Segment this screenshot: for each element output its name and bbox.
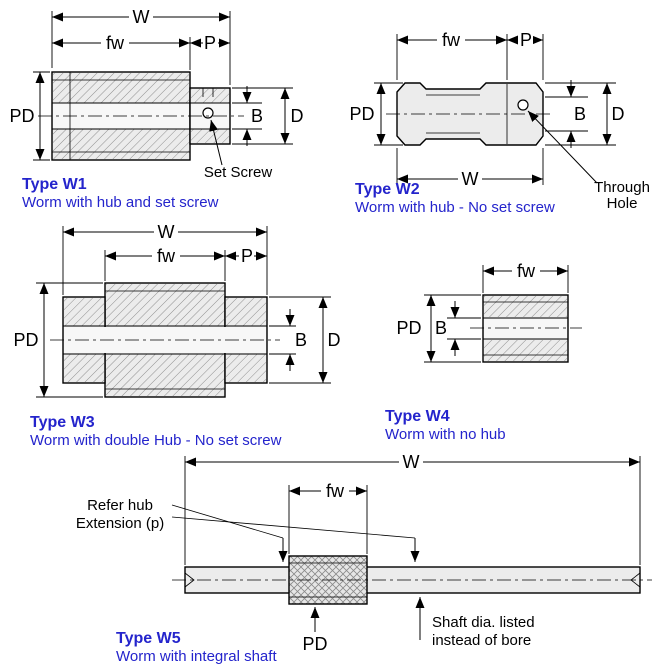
w5-dimension-W: W — [184, 452, 641, 565]
w2-dim-label-PD: PD — [349, 104, 374, 124]
w3-subtitle: Worm with double Hub - No set screw — [30, 432, 282, 449]
w4-dimension-PD: PD — [396, 294, 481, 363]
w1-dim-label-W: W — [133, 7, 150, 27]
w1-set-screw-label: Set Screw — [204, 164, 273, 181]
type-w5-figure: W fw Refer hub Extension (p) PD Shaft di… — [76, 452, 652, 665]
w1-subtitle: Worm with hub and set screw — [22, 194, 219, 211]
w2-dim-label-fw: fw — [442, 30, 461, 50]
w3-dimension-P: P — [225, 246, 267, 266]
w1-hub-hatch-bottom — [191, 129, 229, 143]
w4-part-drawing — [470, 294, 582, 363]
w1-set-screw-callout: Set Screw — [204, 119, 273, 181]
w3-left-hub-hatch-top — [64, 298, 104, 326]
w2-dimension-W: W — [396, 148, 544, 189]
w5-refer-hub-label-line2: Extension (p) — [76, 515, 164, 532]
w3-part-drawing — [50, 282, 280, 398]
w2-dim-label-D: D — [612, 104, 625, 124]
w3-dim-label-D: D — [328, 330, 341, 350]
w1-hatch-top — [53, 73, 189, 103]
w3-hatch-top — [106, 284, 224, 326]
w3-dim-label-fw: fw — [157, 246, 176, 266]
type-w3-figure: W fw P PD B — [13, 222, 340, 449]
w2-through-hole-circle — [517, 99, 529, 111]
w1-dim-label-P: P — [204, 33, 216, 53]
w1-hub-hatch-top — [191, 89, 229, 103]
w3-dim-label-W: W — [158, 222, 175, 242]
w3-dimension-B: B — [269, 309, 307, 371]
w3-dim-label-P: P — [241, 246, 253, 266]
w2-dimension-B: B — [545, 80, 588, 148]
w2-part-drawing — [386, 82, 554, 146]
w5-shaft-note-callout: Shaft dia. listed instead of bore — [415, 597, 535, 649]
w4-dim-label-fw: fw — [517, 261, 536, 281]
w4-dimension-B: B — [435, 301, 481, 356]
w3-right-hub-hatch-bottom — [226, 354, 266, 382]
w2-dim-label-W: W — [462, 169, 479, 189]
w5-shaft-note-line1: Shaft dia. listed — [432, 614, 535, 631]
w1-dimension-fw: fw — [52, 33, 191, 70]
w4-hatch-top — [484, 296, 567, 317]
w4-dim-label-PD: PD — [396, 318, 421, 338]
w5-dimension-PD: PD — [302, 607, 328, 654]
type-w4-figure: fw PD B Type W4 Worm with no hub — [385, 261, 582, 443]
w3-hatch-bottom — [106, 354, 224, 396]
w1-dim-label-B: B — [251, 106, 263, 126]
w1-set-screw-circle — [202, 107, 214, 119]
w1-hatch-bottom — [53, 129, 189, 159]
w5-dimension-fw: fw — [288, 481, 368, 554]
w3-dim-label-B: B — [295, 330, 307, 350]
w1-part-drawing — [38, 71, 244, 161]
w2-dimension-D: D — [545, 82, 625, 146]
w2-dim-label-P: P — [520, 30, 532, 50]
w4-title: Type W4 — [385, 408, 450, 425]
w3-left-hub-hatch-bottom — [64, 354, 104, 382]
w5-dim-label-PD: PD — [302, 634, 327, 654]
w2-title: Type W2 — [355, 181, 420, 198]
w5-dim-label-fw: fw — [326, 481, 345, 501]
w5-shaft-note-line2: instead of bore — [432, 632, 531, 649]
w1-dimension-PD: PD — [9, 71, 50, 161]
w1-dimension-P: P — [190, 33, 230, 53]
w1-dim-label-D: D — [291, 106, 304, 126]
w4-bore-band — [484, 319, 567, 339]
w4-dim-label-B: B — [435, 318, 447, 338]
w4-hatch-bottom — [484, 340, 567, 361]
w2-dim-label-B: B — [574, 104, 586, 124]
w3-dimension-fw: fw — [104, 246, 226, 281]
w4-dimension-fw: fw — [482, 261, 569, 293]
w1-dim-label-PD: PD — [9, 106, 34, 126]
w3-dim-label-PD: PD — [13, 330, 38, 350]
w2-through-hole-callout: Through Hole — [527, 110, 650, 212]
w5-refer-hub-label-line1: Refer hub — [87, 497, 153, 514]
w3-title: Type W3 — [30, 414, 95, 431]
w3-dimension-PD: PD — [13, 282, 103, 398]
w2-through-hole-label-line2: Hole — [607, 195, 638, 212]
w2-dimension-fw: fw — [396, 30, 508, 80]
w3-dimension-W: W — [62, 222, 268, 295]
w1-title: Type W1 — [22, 176, 87, 193]
w5-center-mark-left — [184, 572, 195, 588]
type-w2-figure: fw P PD B D — [349, 30, 649, 216]
w3-dimension-D: D — [269, 296, 341, 384]
w5-dim-label-W: W — [403, 452, 420, 472]
w1-dimension-B: B — [232, 86, 263, 146]
w5-subtitle: Worm with integral shaft — [116, 648, 277, 665]
w5-title: Type W5 — [116, 630, 181, 647]
w2-through-hole-label-line1: Through — [594, 179, 650, 196]
w2-dimension-P: P — [507, 30, 544, 80]
w2-subtitle: Worm with hub - No set screw — [355, 199, 555, 216]
w5-part-drawing — [172, 555, 652, 605]
w4-subtitle: Worm with no hub — [385, 426, 506, 443]
w1-dimension-D: D — [232, 87, 304, 145]
w1-dim-label-fw: fw — [106, 33, 125, 53]
w2-dimension-PD: PD — [349, 82, 403, 146]
w3-right-hub-hatch-top — [226, 298, 266, 326]
w5-refer-hub-callout: Refer hub Extension (p) — [76, 497, 420, 562]
type-w1-figure: W fw P PD B D — [9, 7, 303, 211]
